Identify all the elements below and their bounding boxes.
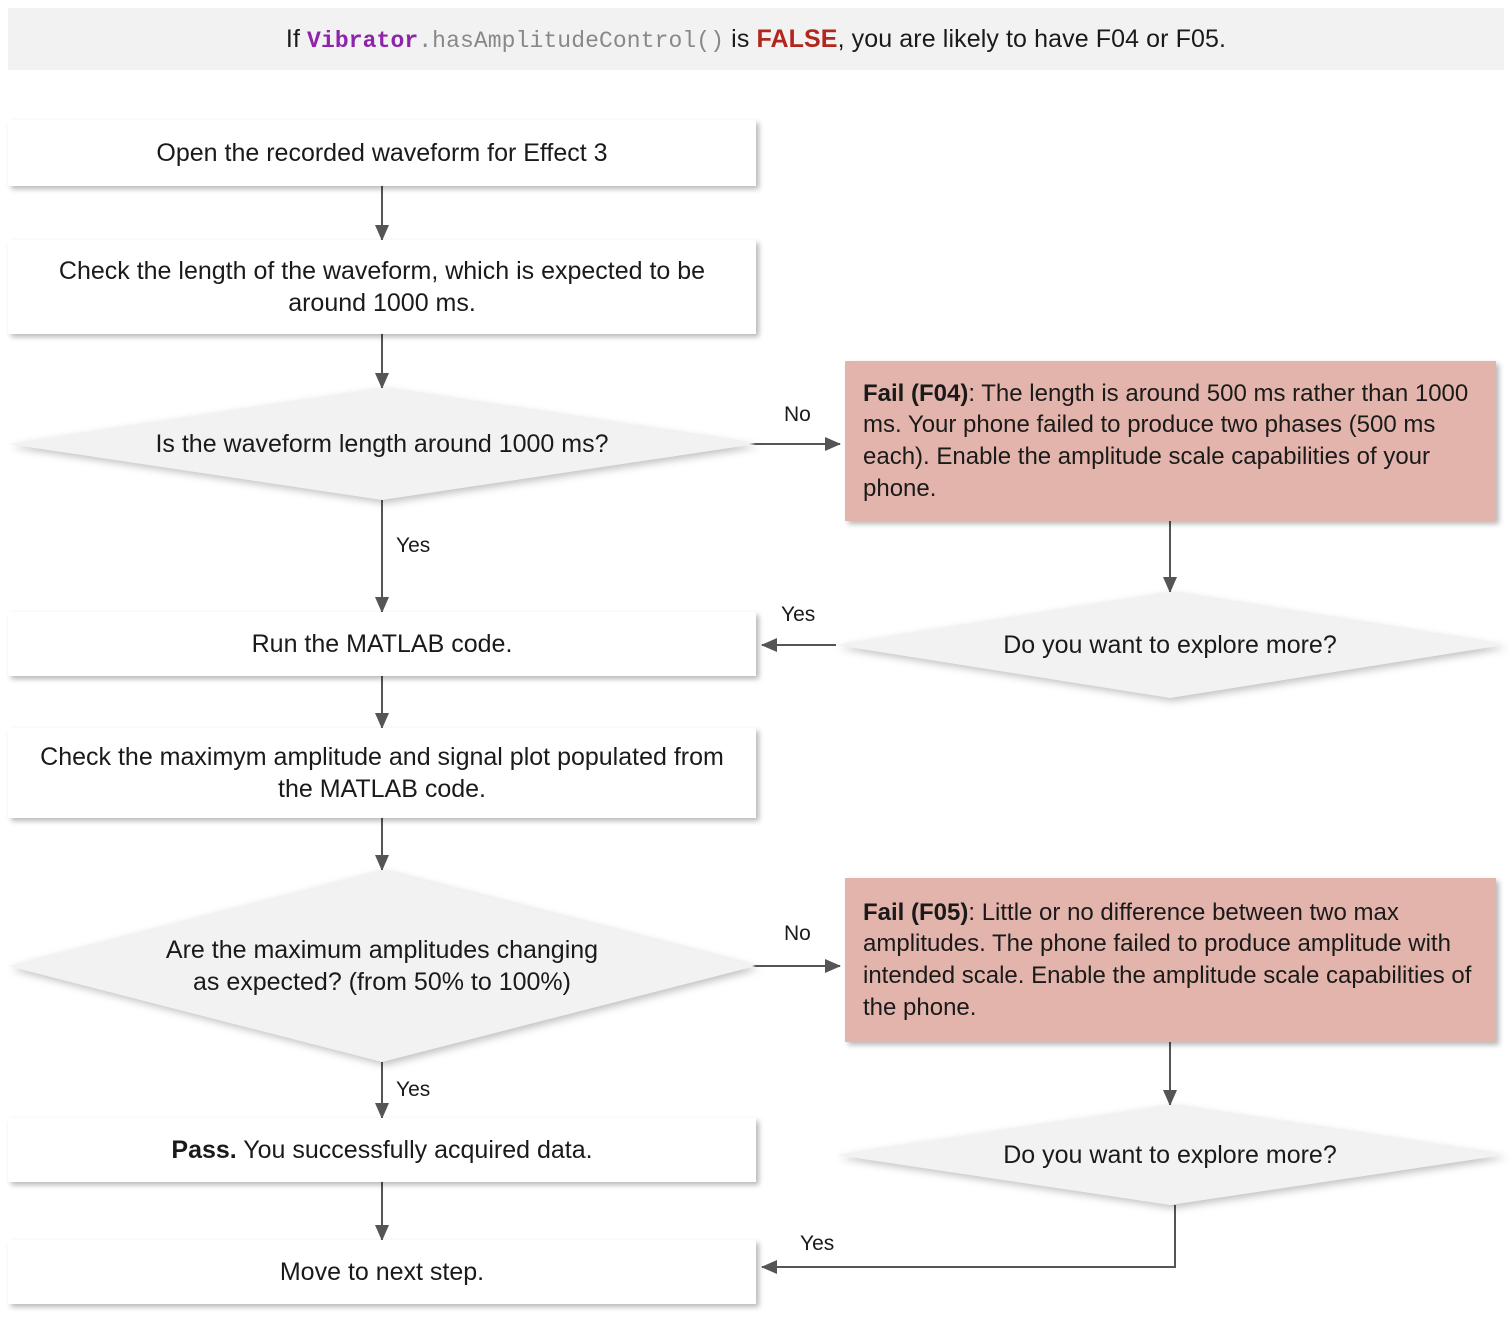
header-prefix: If: [285, 24, 308, 53]
node-pass-body: You successfully acquired data.: [236, 1136, 593, 1164]
node-decision-explore-more-top[interactable]: Do you want to explore more?: [836, 592, 1504, 698]
node-open-waveform[interactable]: Open the recorded waveform for Effect 3: [8, 120, 756, 186]
header-method-name: .hasAmplitudeControl(): [418, 27, 725, 54]
diamond-shape: [836, 592, 1504, 698]
diamond-shape: [836, 1105, 1504, 1205]
node-decision-amplitudes[interactable]: Are the maximum amplitudes changing as e…: [8, 870, 756, 1062]
node-move-next-step-label: Move to next step.: [279, 1258, 485, 1286]
node-decision-explore-more-bottom[interactable]: Do you want to explore more?: [836, 1105, 1504, 1205]
header-text: If Vibrator.hasAmplitudeControl() is FAL…: [286, 25, 1226, 54]
node-fail-f05-title: Fail (F05): [863, 898, 969, 926]
node-fail-f04-body: : The length is around 500 ms rather tha…: [863, 379, 1469, 502]
diamond-shape: [8, 388, 756, 500]
node-run-matlab-label: Run the MATLAB code.: [251, 630, 513, 658]
edge-label-explore-bottom-yes: Yes: [800, 1232, 835, 1255]
edge-label-length-yes: Yes: [396, 534, 431, 557]
header-banner: If Vibrator.hasAmplitudeControl() is FAL…: [8, 8, 1504, 70]
node-decision-waveform-length[interactable]: Is the waveform length around 1000 ms?: [8, 388, 756, 500]
node-fail-f04-title: Fail (F04): [863, 379, 969, 407]
node-run-matlab[interactable]: Run the MATLAB code.: [8, 612, 756, 676]
edge-label-explore-top-yes: Yes: [781, 603, 816, 626]
node-fail-f04[interactable]: Fail (F04): The length is around 500 ms …: [845, 361, 1496, 521]
header-middle: is: [724, 24, 757, 53]
node-check-length-label: Check the length of the waveform, which …: [58, 257, 706, 317]
node-move-next-step[interactable]: Move to next step.: [8, 1240, 756, 1304]
edge-label-amplitude-no: No: [784, 922, 811, 945]
node-fail-f05-body: : Little or no difference between two ma…: [863, 898, 1472, 1021]
node-open-waveform-label: Open the recorded waveform for Effect 3: [156, 139, 608, 167]
header-class-name: Vibrator: [307, 27, 419, 54]
node-fail-f05[interactable]: Fail (F05): Little or no difference betw…: [845, 878, 1496, 1042]
node-pass-title: Pass.: [171, 1136, 237, 1164]
node-check-amplitude[interactable]: Check the maximym amplitude and signal p…: [8, 728, 756, 818]
node-check-amplitude-label: Check the maximym amplitude and signal p…: [40, 743, 724, 803]
node-check-length[interactable]: Check the length of the waveform, which …: [8, 240, 756, 334]
edge-label-length-no: No: [784, 403, 811, 426]
edge-label-amplitude-yes: Yes: [396, 1078, 431, 1101]
header-suffix: , you are likely to have F04 or F05.: [837, 24, 1227, 53]
diamond-shape: [8, 870, 756, 1062]
header-keyword-false: FALSE: [756, 24, 838, 53]
node-pass[interactable]: Pass. You successfully acquired data.: [8, 1118, 756, 1182]
